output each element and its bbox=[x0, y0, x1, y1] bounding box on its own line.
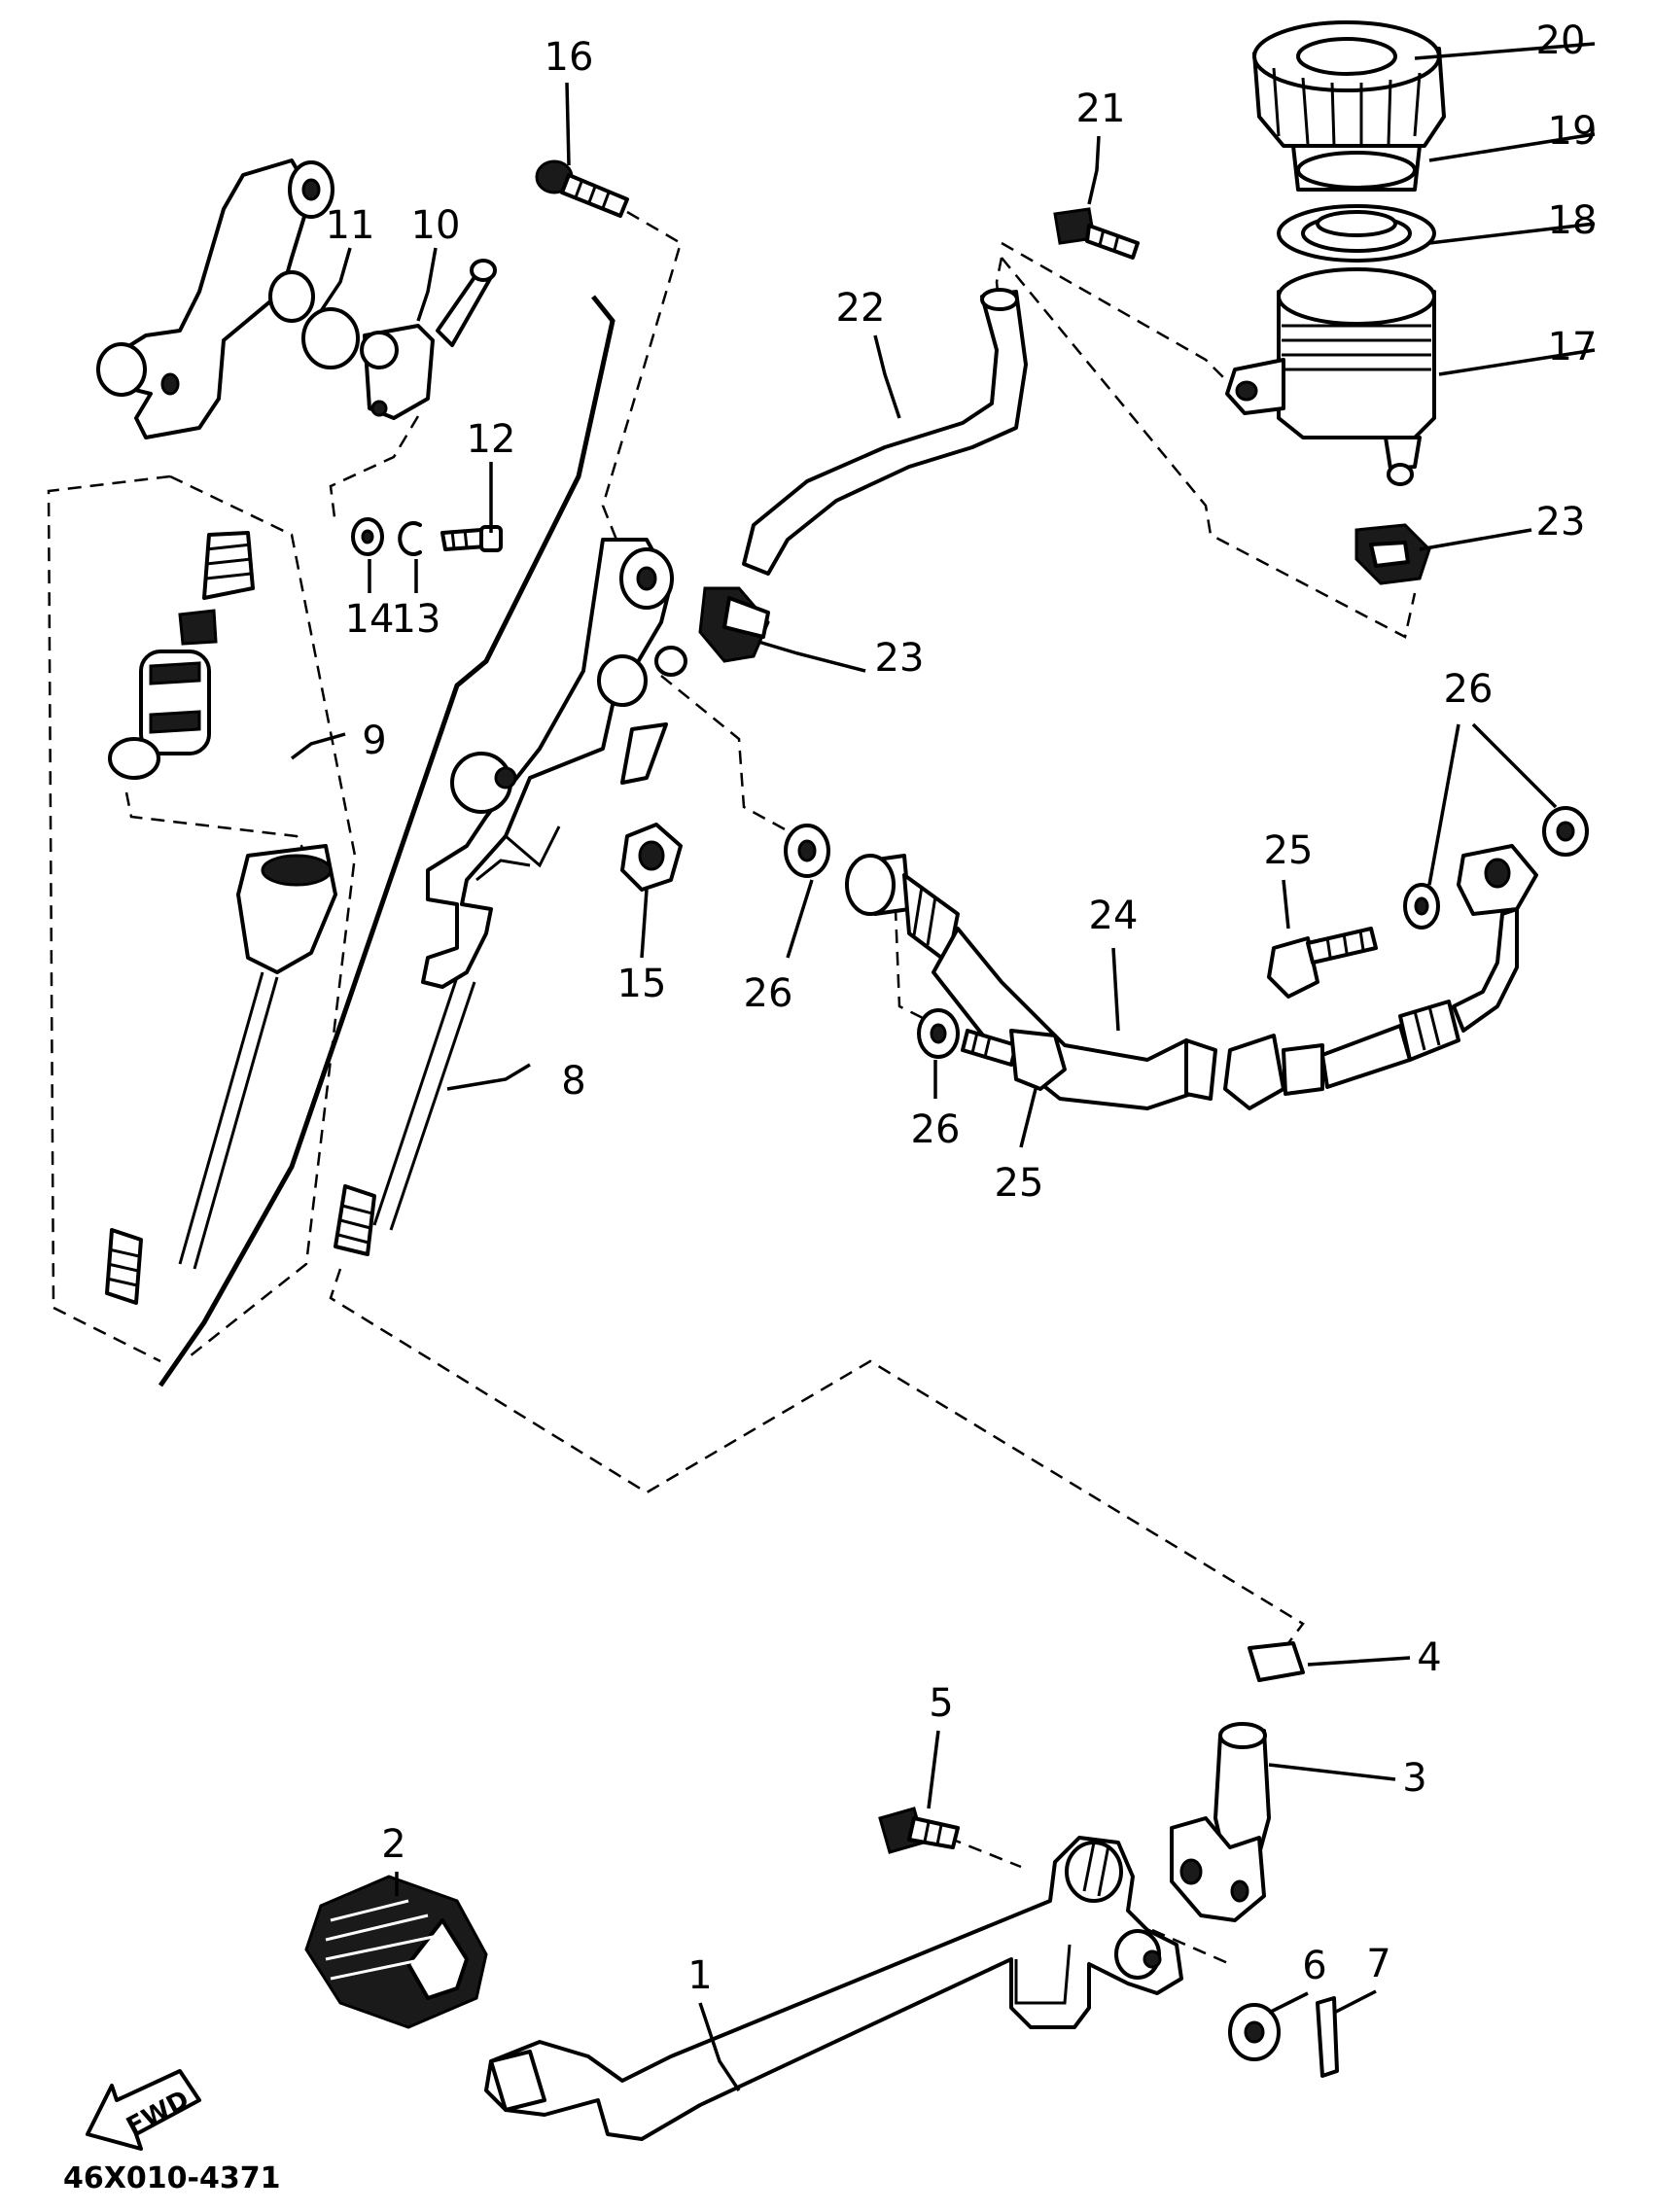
callout-2: 2 bbox=[381, 1822, 405, 1867]
reservoir-17 bbox=[1225, 267, 1436, 486]
fwd-arrow-icon: FWD bbox=[86, 2069, 201, 2151]
callout-22: 22 bbox=[836, 286, 886, 331]
o-ring-11 bbox=[301, 307, 360, 369]
leader-lines bbox=[290, 42, 1596, 2091]
callout-1: 1 bbox=[687, 1953, 712, 1998]
washer-26-b bbox=[917, 1008, 960, 1059]
pin-4 bbox=[1248, 1641, 1305, 1682]
callout-10: 10 bbox=[411, 203, 461, 248]
callout-25-lower: 25 bbox=[995, 1161, 1044, 1206]
callout-9: 9 bbox=[362, 719, 386, 763]
callout-24: 24 bbox=[1089, 894, 1139, 938]
callout-5: 5 bbox=[929, 1681, 953, 1726]
diaphragm-plate-19 bbox=[1291, 144, 1422, 192]
callout-16: 16 bbox=[545, 35, 594, 80]
callout-14: 14 bbox=[345, 597, 395, 642]
washer-6 bbox=[1228, 2003, 1281, 2061]
diaphragm-18 bbox=[1277, 204, 1436, 263]
union-bolt-25-upper bbox=[1267, 927, 1378, 999]
callout-6: 6 bbox=[1302, 1944, 1326, 1988]
circlip-13-washer-14-screw-12 bbox=[351, 517, 503, 556]
reservoir-cap-20 bbox=[1252, 20, 1446, 148]
callout-21: 21 bbox=[1076, 87, 1126, 131]
brake-hose-24 bbox=[845, 844, 1538, 1110]
callout-20: 20 bbox=[1536, 18, 1586, 63]
washer-26-d bbox=[1542, 806, 1589, 857]
cotter-pin-7 bbox=[1316, 1996, 1339, 2078]
callout-15: 15 bbox=[617, 962, 667, 1006]
nut-15 bbox=[620, 823, 683, 892]
reservoir-hose-22 bbox=[742, 288, 1028, 576]
rod-end-3 bbox=[1170, 1722, 1271, 1922]
callout-18: 18 bbox=[1548, 198, 1598, 243]
piston-kit-9 bbox=[105, 531, 337, 1305]
callout-7: 7 bbox=[1366, 1942, 1390, 1986]
bolt-5 bbox=[878, 1807, 960, 1854]
washer-26-a bbox=[784, 824, 830, 878]
hose-clamp-23-center bbox=[698, 586, 770, 663]
callout-4: 4 bbox=[1417, 1635, 1441, 1680]
pedal-rubber-2 bbox=[304, 1875, 488, 2029]
master-cylinder-8 bbox=[334, 538, 687, 1256]
document-code: 46X010-4371 bbox=[63, 2161, 280, 2195]
callout-19: 19 bbox=[1548, 109, 1598, 154]
bolt-16 bbox=[535, 159, 629, 218]
callout-17: 17 bbox=[1548, 325, 1598, 369]
callout-13: 13 bbox=[392, 597, 441, 642]
bolt-21 bbox=[1053, 207, 1140, 260]
hose-clamp-23-right bbox=[1354, 523, 1431, 585]
callout-25-upper: 25 bbox=[1264, 828, 1314, 873]
callout-12: 12 bbox=[467, 417, 516, 462]
callout-11: 11 bbox=[326, 203, 375, 248]
callout-8: 8 bbox=[561, 1059, 585, 1104]
brake-pedal-1 bbox=[484, 1836, 1183, 2141]
master-cylinder-body-left bbox=[96, 158, 334, 439]
callout-23-right: 23 bbox=[1536, 500, 1586, 544]
union-bolt-25-lower bbox=[961, 1029, 1067, 1091]
assembly-dashed-lines bbox=[47, 210, 1417, 1966]
callout-labels: 16 11 10 12 14 13 9 15 8 23 22 21 20 19 … bbox=[326, 18, 1598, 1998]
callout-26-left: 26 bbox=[744, 971, 793, 1016]
hose-joint-10 bbox=[360, 259, 497, 420]
callout-26-right: 26 bbox=[1444, 667, 1494, 712]
callout-26-lower: 26 bbox=[911, 1107, 961, 1152]
washer-26-c bbox=[1403, 883, 1440, 930]
separator-line bbox=[158, 295, 615, 1387]
callout-23-center: 23 bbox=[875, 636, 925, 681]
callout-3: 3 bbox=[1402, 1756, 1426, 1801]
